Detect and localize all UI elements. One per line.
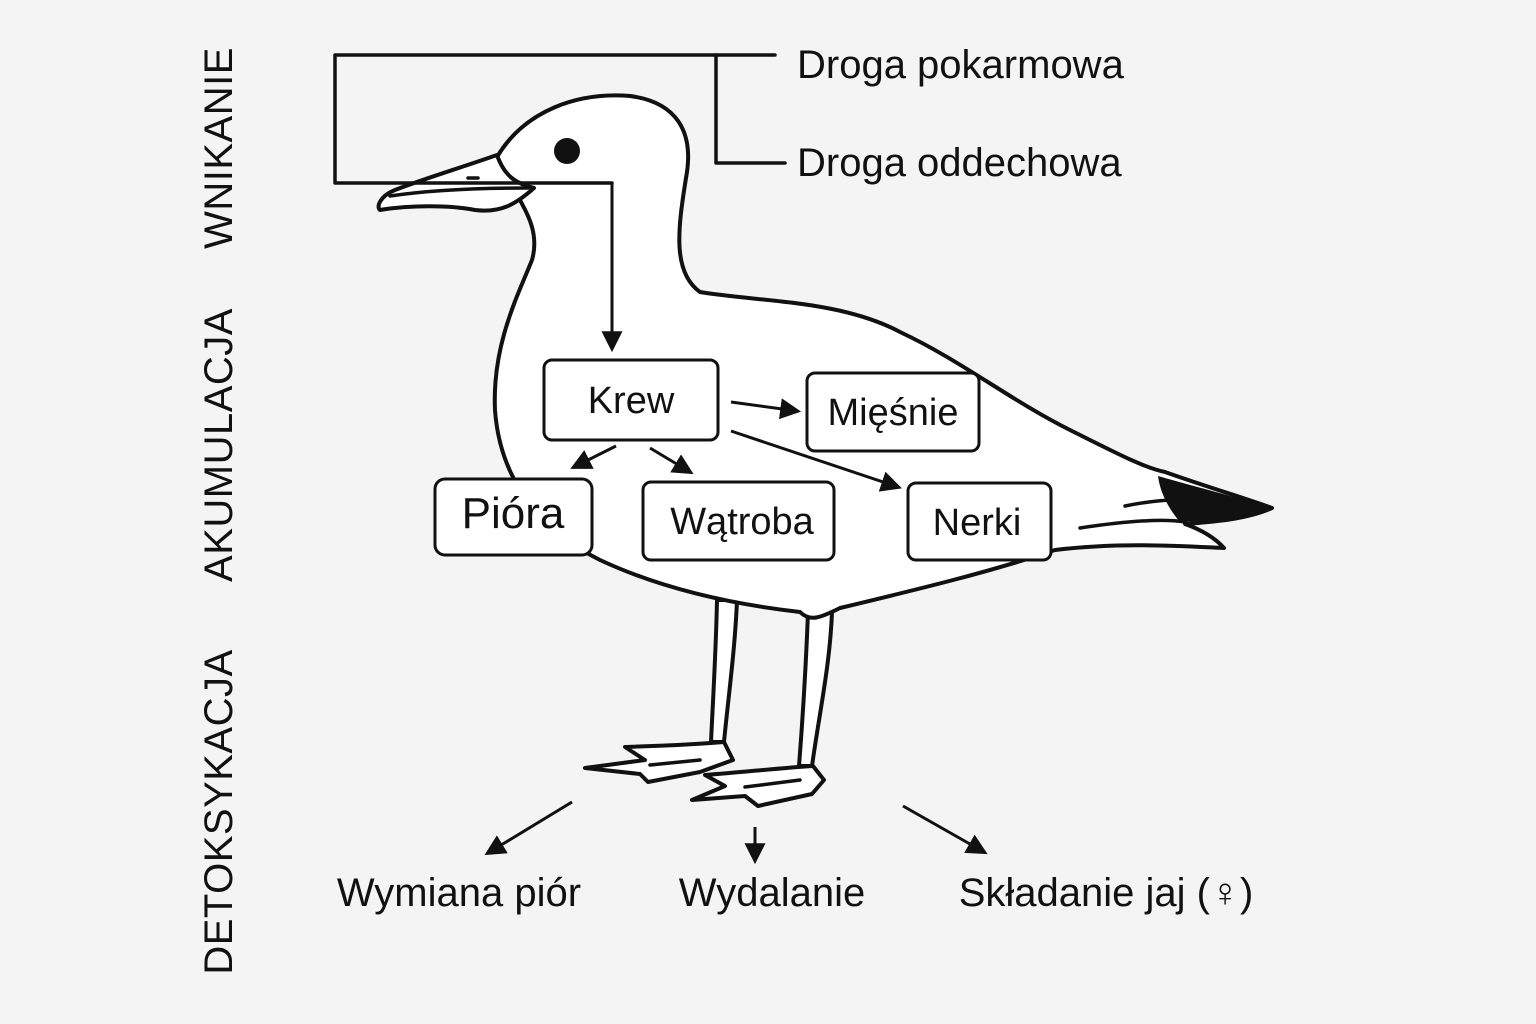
compartment-kidneys-label: Nerki: [933, 502, 1022, 544]
compartment-muscles-label: Mięśnie: [828, 392, 959, 434]
arrow-to-molting: [484, 800, 573, 856]
bird-feet: [583, 740, 826, 808]
outcome-excretion: Wydalanie: [679, 871, 865, 915]
arrow-to-egg-laying: [902, 804, 988, 855]
bird-legs: [709, 598, 834, 768]
compartment-blood-label: Krew: [588, 380, 675, 422]
outcome-molting: Wymiana piór: [337, 871, 581, 915]
bird-tail-tip: [1158, 476, 1272, 522]
outcome-egg-laying: Składanie jaj (♀): [959, 871, 1254, 915]
compartment-feathers: Pióra: [433, 477, 594, 557]
route-label-oral: Droga pokarmowa: [797, 43, 1125, 87]
arrow-blood-to-kidneys: [730, 429, 902, 492]
detox-arrows: [484, 800, 988, 865]
arrow-blood-to-muscles: [730, 398, 802, 420]
compartment-blood: Krew: [542, 358, 720, 442]
route-label-respiratory: Droga oddechowa: [797, 141, 1122, 185]
intake-route-lines: [333, 53, 787, 353]
compartment-feathers-label: Pióra: [462, 489, 565, 538]
bird-eye: [554, 138, 580, 164]
stage-label-accumulation: AKUMULACJA: [197, 308, 241, 582]
distribution-arrows: [570, 398, 902, 492]
stage-label-intake: WNIKANIE: [197, 47, 241, 249]
compartment-kidneys: Nerki: [906, 481, 1053, 562]
stage-label-detoxification: DETOKSYKACJA: [197, 649, 241, 974]
compartment-liver-label: Wątroba: [670, 501, 814, 543]
arrow-blood-to-feathers: [570, 444, 617, 469]
arrow-blood-to-liver: [649, 446, 694, 475]
compartment-liver: Wątroba: [641, 480, 836, 562]
compartment-muscles: Mięśnie: [805, 371, 981, 453]
